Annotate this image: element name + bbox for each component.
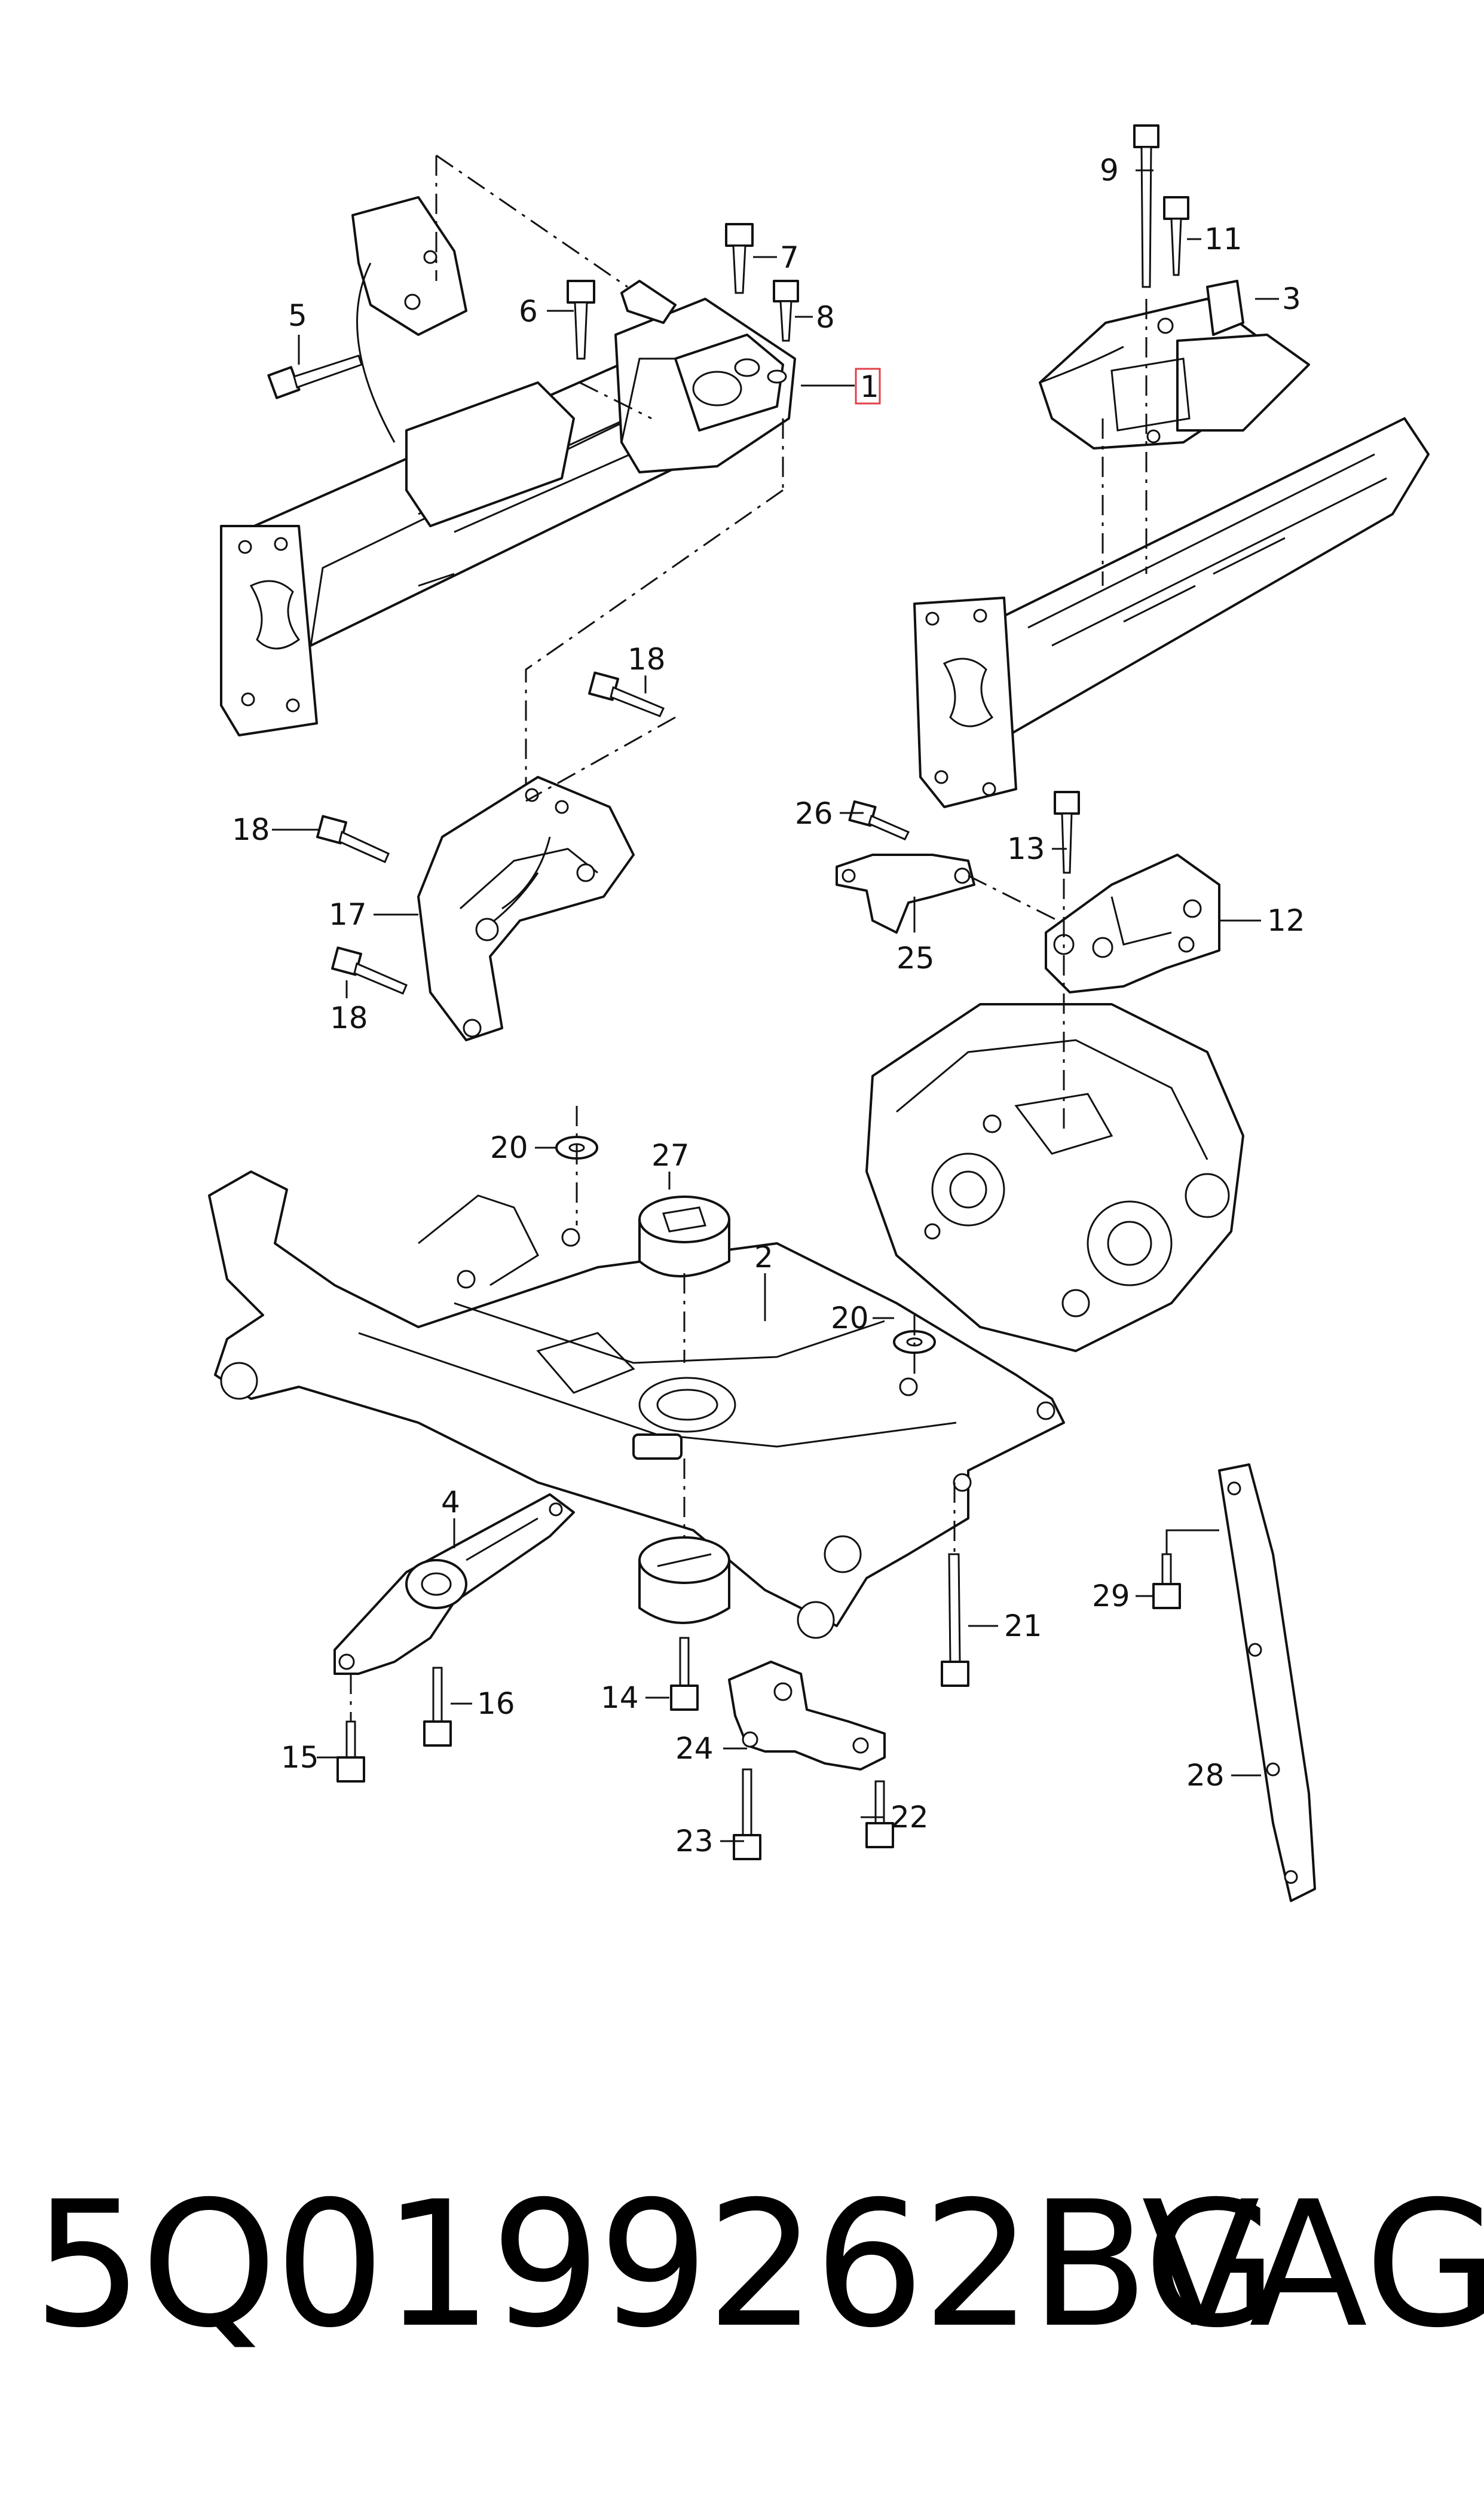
callout-22: 22 xyxy=(891,1800,929,1835)
washer-20-left[interactable] xyxy=(555,1106,598,1225)
bracket-part-17[interactable] xyxy=(417,776,635,1041)
callout-12: 12 xyxy=(1267,903,1305,938)
callout-21: 21 xyxy=(1004,1609,1042,1643)
callout-14: 14 xyxy=(601,1680,639,1715)
bushing-lower[interactable] xyxy=(638,1459,730,1624)
callout-28: 28 xyxy=(1186,1758,1225,1793)
bolt-26[interactable] xyxy=(848,800,910,840)
callout-1: 1 xyxy=(860,369,879,404)
callout-20-left: 20 xyxy=(490,1130,528,1165)
gearbox xyxy=(865,1003,1244,1352)
callout-16: 16 xyxy=(477,1686,515,1721)
bushing-part-27[interactable] xyxy=(638,1196,730,1363)
bolt-22[interactable] xyxy=(865,1780,894,1848)
callout-7: 7 xyxy=(780,240,799,275)
pendulum-support-part-4[interactable] xyxy=(333,1493,575,1675)
callout-26: 26 xyxy=(795,796,833,831)
callout-8: 8 xyxy=(816,300,835,335)
callout-18-bottom: 18 xyxy=(330,1001,368,1035)
callout-13: 13 xyxy=(1007,831,1045,866)
callout-9: 9 xyxy=(1100,153,1119,188)
bolt-18-top[interactable] xyxy=(588,671,665,717)
callout-3: 3 xyxy=(1282,282,1301,316)
bolt-21[interactable] xyxy=(941,1482,969,1687)
bolt-15[interactable] xyxy=(336,1674,365,1783)
callout-20-right: 20 xyxy=(831,1301,869,1335)
bolt-6[interactable] xyxy=(567,280,595,360)
bolt-16[interactable] xyxy=(423,1667,452,1747)
exploded-parts-diagram: 5 6 7 8 1 9 11 3 18 18 17 18 26 25 13 12… xyxy=(208,124,1430,1902)
engine-mount-part-1[interactable] xyxy=(614,280,796,473)
bolt-11[interactable] xyxy=(1163,196,1189,276)
bolt-23[interactable] xyxy=(733,1768,761,1860)
bolt-14[interactable] xyxy=(670,1637,699,1711)
part-number: 5Q0199262BG xyxy=(33,2165,1278,2366)
bolt-13[interactable] xyxy=(1054,791,1080,874)
callout-6: 6 xyxy=(519,294,538,329)
bolt-9[interactable] xyxy=(1133,124,1159,288)
bolt-8[interactable] xyxy=(773,280,799,342)
callout-15: 15 xyxy=(281,1740,319,1775)
bolt-7[interactable] xyxy=(725,223,754,294)
callout-29: 29 xyxy=(1092,1579,1130,1613)
callout-18-top: 18 xyxy=(628,642,666,677)
brand-name: VAG xyxy=(1142,2165,1484,2366)
caption: 5Q0199262BG VAG xyxy=(33,2165,1484,2366)
support-part-12[interactable] xyxy=(1045,854,1220,993)
callout-11: 11 xyxy=(1204,222,1243,256)
callout-25: 25 xyxy=(896,941,935,976)
callout-4: 4 xyxy=(441,1485,460,1520)
reinforcement-rail-part-28[interactable] xyxy=(1218,1463,1316,1902)
callout-27: 27 xyxy=(651,1138,690,1173)
washer-20-right[interactable] xyxy=(893,1315,936,1375)
bolt-29[interactable] xyxy=(1152,1529,1219,1609)
callout-5: 5 xyxy=(288,298,307,333)
transmission-mount-part-3[interactable] xyxy=(1039,280,1310,450)
callout-2: 2 xyxy=(754,1240,773,1274)
callout-24: 24 xyxy=(675,1731,714,1766)
bolt-18-bottom[interactable] xyxy=(331,946,408,995)
callout-1-highlight-box xyxy=(855,368,881,405)
bracket-part-25[interactable] xyxy=(836,854,1058,934)
bolt-5[interactable] xyxy=(267,354,363,399)
bracket-part-24[interactable] xyxy=(728,1661,886,1771)
right-longitudinal-member xyxy=(913,417,1430,808)
bolt-18-left[interactable] xyxy=(316,815,390,863)
subframe-part-2[interactable] xyxy=(208,1170,1065,1639)
callout-17: 17 xyxy=(329,897,367,932)
callout-23: 23 xyxy=(675,1824,714,1858)
callout-18-left: 18 xyxy=(232,812,270,847)
